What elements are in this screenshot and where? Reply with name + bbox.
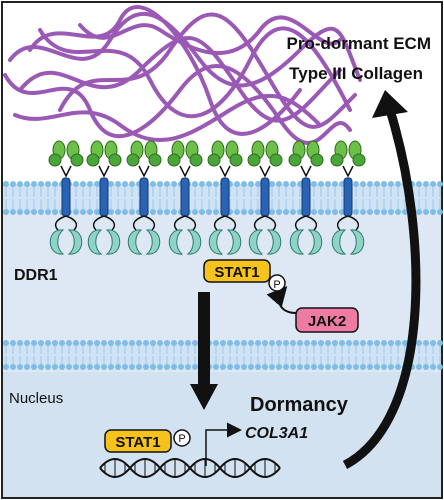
ddr1-receptors (48, 140, 366, 255)
stat1-nuclear: STAT1 P (104, 429, 191, 453)
dna-helix (99, 458, 281, 478)
ddr1-receptor (126, 140, 162, 255)
jak2-kinase: JAK2 (295, 307, 359, 333)
feedback-arrow (342, 90, 421, 469)
translocation-arrow (190, 292, 218, 410)
ddr1-receptor (288, 140, 324, 255)
dormancy-label: Dormancy (250, 394, 349, 416)
phospho-circle-nucleus (173, 429, 191, 447)
ddr1-receptor (330, 140, 366, 255)
phospho-label-cyto: P (273, 279, 280, 291)
phospho-circle-cyto (268, 274, 286, 292)
jak2-phospho-arrow (266, 285, 297, 314)
ddr1-receptor (48, 140, 84, 255)
ddr1-receptor (207, 140, 243, 255)
jak2-label: JAK2 (308, 313, 346, 330)
stat1-label-nucleus: STAT1 (115, 434, 160, 451)
nuclear-membrane (3, 340, 443, 370)
ddr1-receptor (247, 140, 283, 255)
ddr1-receptor (167, 140, 203, 255)
nucleus-label: Nucleus (9, 390, 63, 407)
ddr1-receptor (86, 140, 122, 255)
phospho-label-nucleus: P (178, 433, 185, 445)
gene-label: COL3A1 (245, 425, 308, 442)
title-line-2: Type III Collagen (289, 64, 423, 83)
stat1-cytoplasmic: STAT1 P (203, 259, 286, 292)
transcription-arrow (205, 422, 242, 466)
nucleus-region (3, 372, 441, 497)
title-line-1: Pro-dormant ECM (287, 34, 432, 53)
receptor-label: DDR1 (14, 267, 58, 284)
stat1-label-cyto: STAT1 (214, 264, 259, 281)
